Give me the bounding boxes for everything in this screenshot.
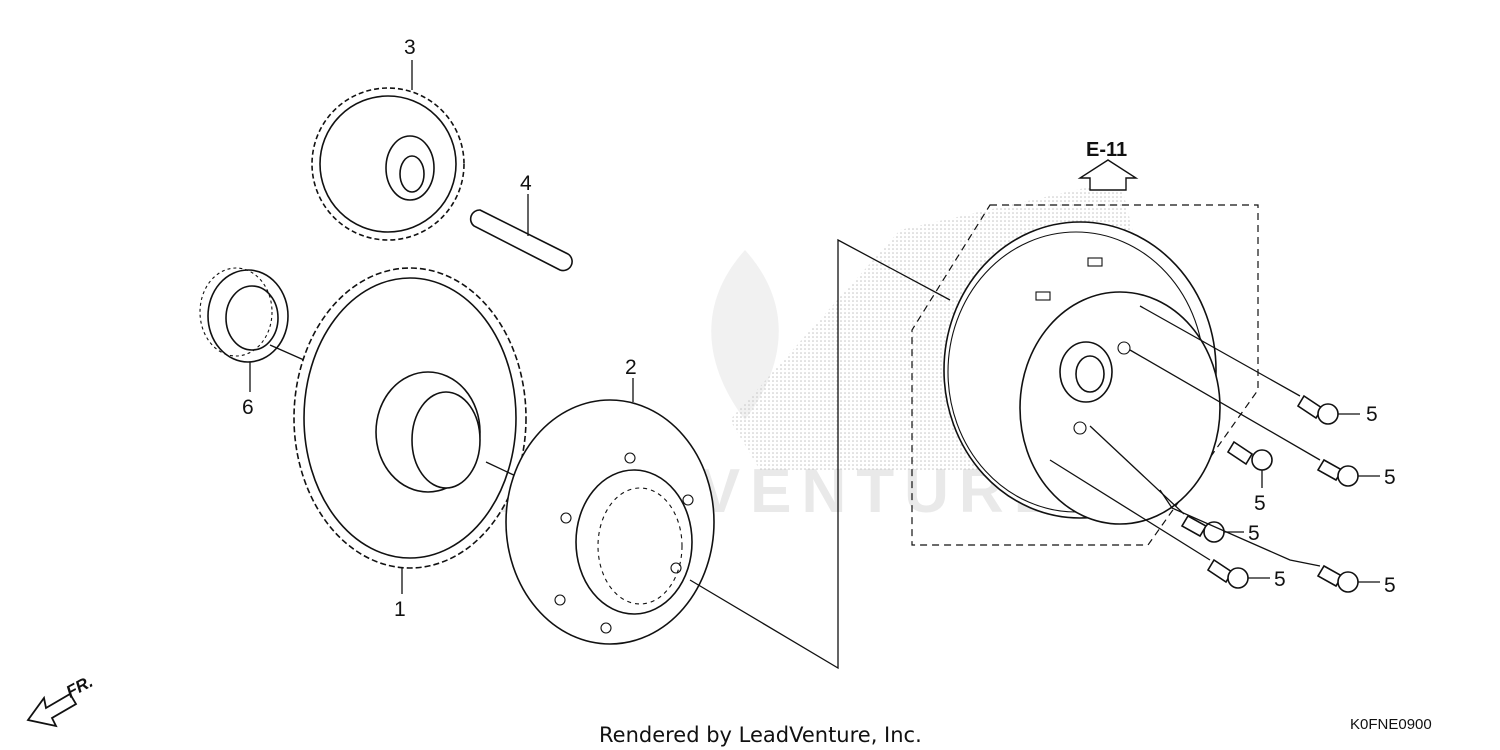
- bolt-d: [1180, 514, 1225, 543]
- footer-credit: Rendered by LeadVenture, Inc.: [599, 723, 922, 747]
- front-direction-indicator: FR.: [26, 672, 96, 728]
- gear-shaft: [469, 209, 573, 272]
- callout-1: 1: [394, 598, 406, 621]
- callout-2: 2: [625, 356, 637, 379]
- up-arrow-icon: [1077, 159, 1139, 191]
- front-arrow-icon: [26, 692, 78, 728]
- assembly-leader: [689, 238, 951, 670]
- callout-4: 4: [520, 172, 532, 195]
- bolt-c: [1316, 458, 1359, 487]
- reference-box: [911, 204, 1259, 546]
- starter-driven-gear: [293, 267, 527, 569]
- bolt-f: [1316, 564, 1359, 593]
- callout-5-b: 5: [1254, 492, 1266, 515]
- flywheel-rotor: [943, 221, 1221, 525]
- callout-5-a: 5: [1366, 403, 1378, 426]
- starter-clutch: [505, 399, 715, 645]
- callout-5-f: 5: [1384, 574, 1396, 597]
- reference-label: E-11: [1086, 139, 1127, 161]
- bolt-a: [1296, 394, 1339, 425]
- watermark-flame-icon: [711, 250, 779, 420]
- callout-6: 6: [242, 396, 254, 419]
- needle-bearing: [199, 267, 289, 363]
- callout-5-c: 5: [1384, 466, 1396, 489]
- reduction-gear: [311, 87, 465, 241]
- diagram-code: K0FNE0900: [1350, 716, 1432, 733]
- callout-5-d: 5: [1248, 522, 1260, 545]
- bolt-b: [1226, 440, 1273, 471]
- bolt-set: [1180, 394, 1359, 593]
- callout-3: 3: [404, 36, 416, 59]
- callout-5-e: 5: [1274, 568, 1286, 591]
- bolt-e: [1206, 558, 1249, 589]
